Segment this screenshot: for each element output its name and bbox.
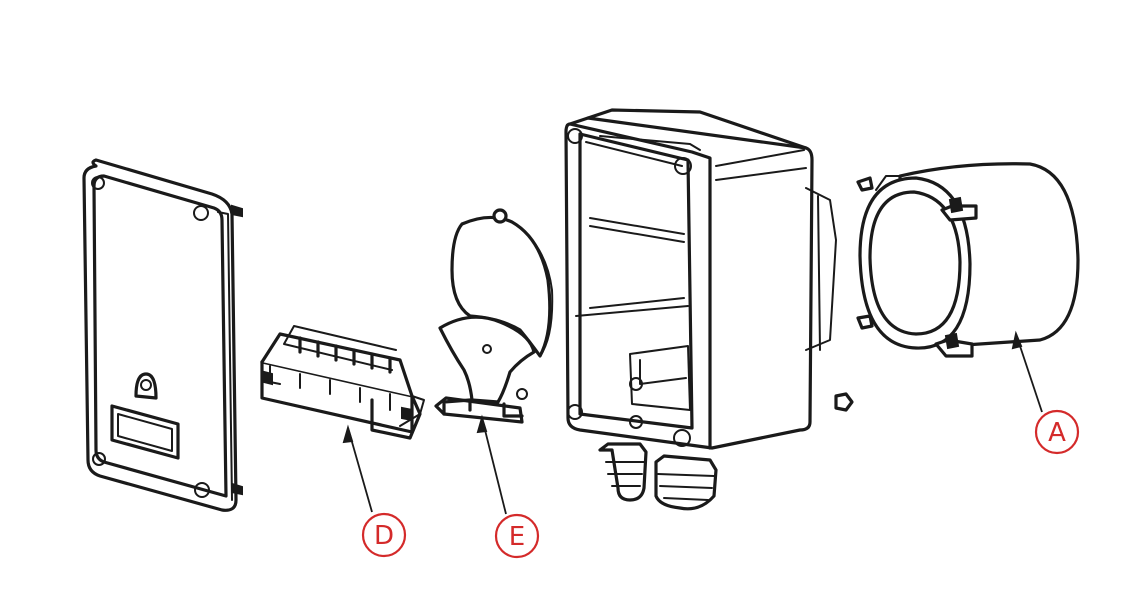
callout-a-circle [1034, 409, 1080, 455]
callout-e-label: E [509, 522, 525, 552]
callout-e-circle [494, 513, 540, 559]
callout-e: E [494, 513, 540, 559]
bracket-plate [434, 208, 554, 424]
callout-d-label: D [374, 521, 394, 551]
inner-ring-frame [856, 162, 1080, 358]
callout-d-circle [361, 512, 407, 558]
callout-a-label: A [1048, 418, 1066, 448]
callout-a: A [1034, 409, 1080, 455]
callout-d: D [361, 512, 407, 558]
terminal-block [260, 325, 425, 440]
cover-lid [82, 158, 243, 512]
leader-line-e [481, 417, 507, 515]
main-enclosure [564, 108, 854, 511]
